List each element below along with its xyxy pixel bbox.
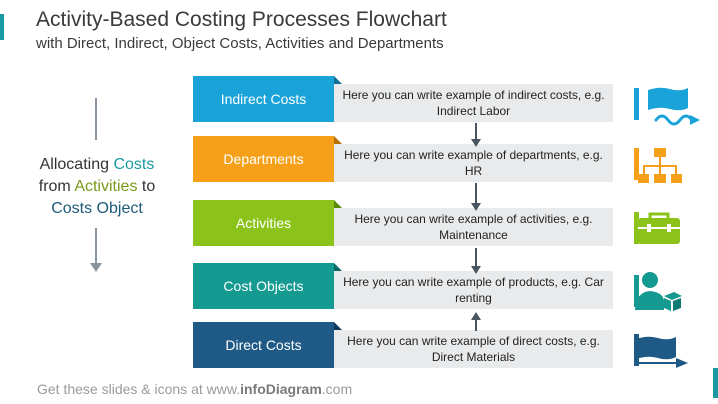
connector-line [475, 123, 477, 140]
row-description: Here you can write example of products, … [334, 271, 613, 309]
side-line-bottom [95, 228, 97, 268]
person-box-icon [635, 272, 682, 311]
row-label: Direct Costs [193, 322, 334, 368]
row-fold [334, 200, 342, 208]
corner-mark [713, 368, 718, 398]
row-label: Activities [193, 200, 334, 246]
row-fold [334, 76, 342, 84]
page-title: Activity-Based Costing Processes Flowcha… [36, 8, 447, 31]
row-departments: Departments Here you can write example o… [193, 136, 613, 182]
row-direct-costs: Direct Costs Here you can write example … [193, 322, 613, 368]
page-subtitle: with Direct, Indirect, Object Costs, Act… [36, 35, 444, 52]
row-fold [334, 263, 342, 271]
row-description: Here you can write example of indirect c… [334, 84, 613, 122]
arrow-down-icon [471, 266, 481, 274]
side-arrow-down-icon [90, 263, 102, 272]
row-indirect-costs: Indirect Costs Here you can write exampl… [193, 76, 613, 122]
connector-line [475, 319, 477, 331]
arrow-down-icon [471, 139, 481, 147]
flag-wave-icon [648, 87, 700, 126]
row-label: Departments [193, 136, 334, 182]
row-label: Cost Objects [193, 263, 334, 309]
row-description: Here you can write example of activities… [334, 208, 613, 246]
toolbox-icon [638, 212, 680, 244]
connector-line [475, 248, 477, 268]
row-cost-objects: Cost Objects Here you can write example … [193, 263, 613, 309]
side-line-top [95, 98, 97, 140]
row-bar [634, 88, 639, 120]
footer-credit: Get these slides & icons at www.infoDiag… [37, 381, 353, 397]
arrow-down-icon [471, 203, 481, 211]
org-chart-icon [638, 148, 682, 183]
connector-line [475, 183, 477, 204]
row-fold [334, 322, 342, 330]
flag-arrow-icon [636, 336, 688, 368]
allocation-note: Allocating Costs from Activities to Cost… [38, 156, 156, 217]
row-description: Here you can write example of direct cos… [334, 330, 613, 368]
row-fold [334, 136, 342, 144]
row-bar [634, 275, 639, 307]
row-bar [634, 148, 639, 180]
row-activities: Activities Here you can write example of… [193, 200, 613, 246]
row-bar [634, 212, 639, 244]
arrow-up-icon [471, 312, 481, 320]
accent-tab [0, 14, 4, 40]
row-description: Here you can write example of department… [334, 144, 613, 182]
row-label: Indirect Costs [193, 76, 334, 122]
